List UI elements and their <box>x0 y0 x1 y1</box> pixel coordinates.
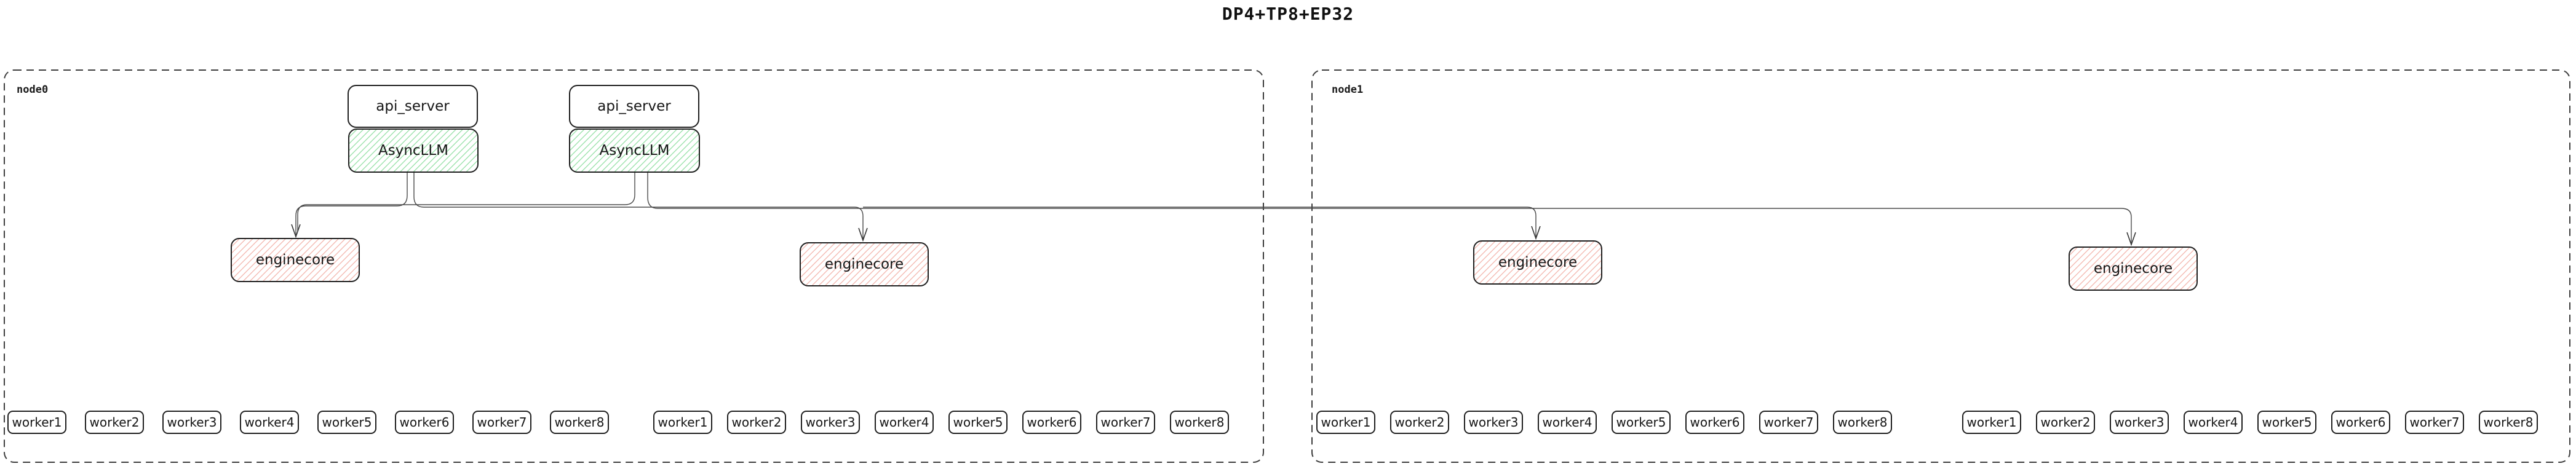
diagram-title: DP4+TP8+EP32 <box>1222 4 1354 24</box>
worker-box: worker8 <box>550 411 609 434</box>
edge-asyncllm2-enginecore4 <box>647 172 2132 243</box>
enginecore-box-2: enginecore <box>800 242 929 286</box>
api-server-box-2: api_server <box>569 85 699 128</box>
enginecore-box-1: enginecore <box>231 238 360 282</box>
worker-box: worker5 <box>1612 411 1671 434</box>
edge-asyncllm1-enginecore2 <box>413 173 864 238</box>
node1-worker-group-2: worker1 worker2 worker3 worker4 worker5 worke… <box>1962 411 2538 434</box>
worker-box: worker6 <box>1022 411 1081 434</box>
worker-box: worker6 <box>395 411 454 434</box>
worker-box: worker6 <box>1685 411 1744 434</box>
edge-trunk-enginecore3 <box>863 207 1536 237</box>
worker-box: worker2 <box>2036 411 2095 434</box>
worker-box: worker1 <box>1962 411 2021 434</box>
worker-box: worker8 <box>1170 411 1229 434</box>
edge-asyncllm1-enginecore1 <box>295 173 408 235</box>
worker-box: worker2 <box>1390 411 1449 434</box>
worker-box: worker5 <box>317 411 376 434</box>
worker-box: worker7 <box>472 411 531 434</box>
node1-worker-group-1: worker1 worker2 worker3 worker4 worker5 worke… <box>1316 411 1892 434</box>
arrowhead-enginecore2 <box>858 227 868 242</box>
worker-box: worker5 <box>2257 411 2316 434</box>
worker-box: worker5 <box>948 411 1008 434</box>
worker-box: worker2 <box>85 411 144 434</box>
worker-box: worker4 <box>875 411 934 434</box>
worker-box: worker4 <box>1538 411 1597 434</box>
worker-box: worker1 <box>653 411 712 434</box>
enginecore-box-3: enginecore <box>1473 240 1602 285</box>
edge-asyncllm2-left <box>297 172 635 231</box>
node0-worker-group-2: worker1 worker2 worker3 worker4 worker5 worke… <box>653 411 1229 434</box>
asyncllm-box-1: AsyncLLM <box>348 128 479 173</box>
worker-box: worker3 <box>162 411 221 434</box>
worker-box: worker8 <box>2479 411 2538 434</box>
enginecore-box-4: enginecore <box>2069 246 2198 291</box>
arrowhead-enginecore1 <box>291 224 301 238</box>
node1-label: node1 <box>1332 84 1364 96</box>
worker-box: worker7 <box>2405 411 2464 434</box>
worker-box: worker8 <box>1833 411 1892 434</box>
worker-box: worker1 <box>7 411 66 434</box>
arrowhead-enginecore3 <box>1531 226 1541 240</box>
worker-box: worker3 <box>2110 411 2169 434</box>
worker-box: worker3 <box>1464 411 1523 434</box>
node0-worker-group-1: worker1 worker2 worker3 worker4 worker5 worke… <box>7 411 609 434</box>
worker-box: worker7 <box>1096 411 1155 434</box>
arrowheads <box>291 224 2136 246</box>
worker-box: worker4 <box>2184 411 2243 434</box>
node0-label: node0 <box>17 84 49 96</box>
connector-lines <box>295 172 2132 243</box>
worker-box: worker6 <box>2331 411 2390 434</box>
worker-box: worker1 <box>1316 411 1375 434</box>
arrowhead-enginecore4 <box>2126 232 2136 246</box>
worker-box: worker7 <box>1759 411 1818 434</box>
worker-box: worker3 <box>801 411 860 434</box>
worker-box: worker4 <box>240 411 299 434</box>
worker-box: worker2 <box>727 411 786 434</box>
api-server-box-1: api_server <box>348 85 478 128</box>
asyncllm-box-2: AsyncLLM <box>569 128 700 173</box>
